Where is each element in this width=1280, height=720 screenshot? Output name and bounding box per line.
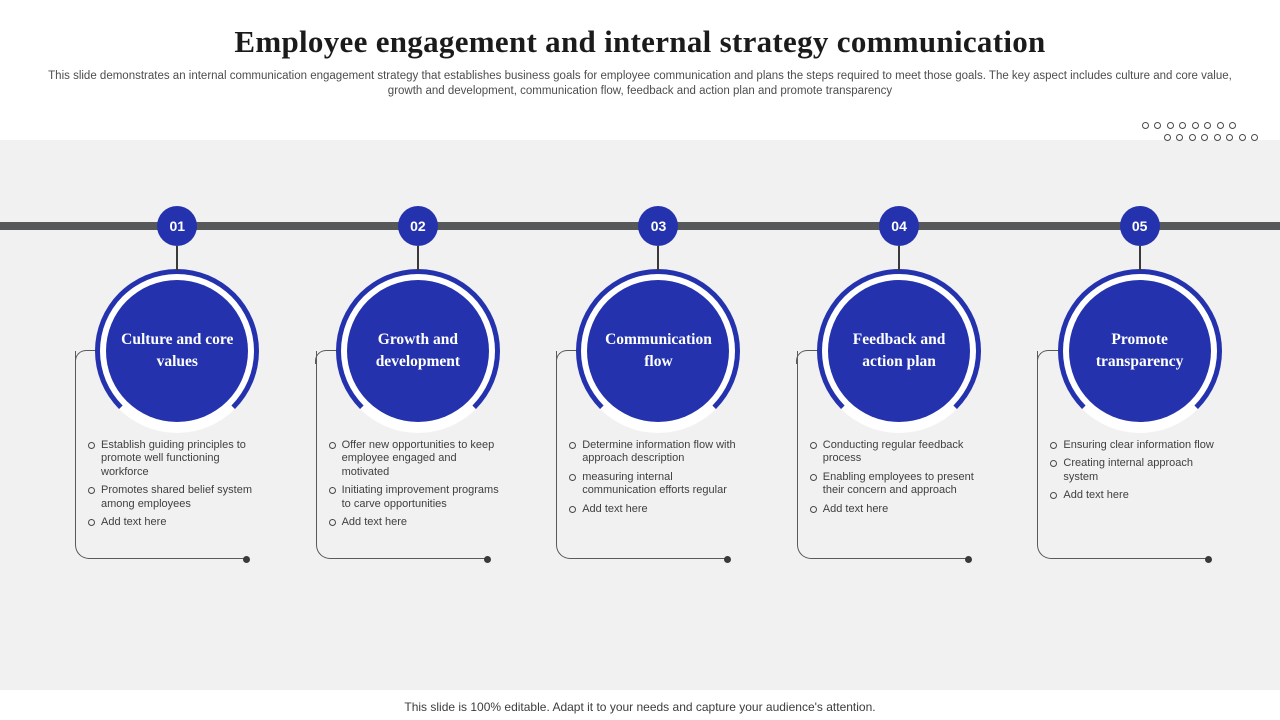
step-circle: Promote transparency — [1057, 269, 1222, 433]
dots-row-top — [1141, 122, 1236, 129]
step-label: Culture and core values — [121, 330, 234, 370]
step-column-3: 03 Communication flow Determine informat… — [538, 206, 779, 636]
subtitle: This slide demonstrates an internal comm… — [48, 70, 1232, 98]
bullet-item: Determine information flow with approach… — [568, 439, 740, 466]
step-label: Feedback and action plan — [852, 330, 946, 370]
bullet-item: Creating internal approach system — [1049, 457, 1221, 484]
step-connector-line — [176, 246, 179, 271]
step-bracket-outline — [315, 349, 491, 563]
step-bracket-outline — [1036, 349, 1213, 563]
bullet-item: Ensuring clear information flow — [1049, 439, 1221, 452]
step-number-badge: 04 — [879, 206, 920, 246]
step-label: Promote transparency — [1095, 330, 1184, 370]
step-circle: Feedback and action plan — [817, 269, 982, 433]
dot-icon — [1191, 122, 1199, 129]
dot-icon — [1201, 134, 1208, 141]
step-connector-line — [1138, 246, 1141, 271]
step-label: Growth and development — [375, 330, 461, 370]
step-bullet-list: Conducting regular feedback process Enab… — [809, 439, 981, 521]
dot-icon — [1229, 122, 1236, 129]
bullet-item: measuring internal communication efforts… — [568, 471, 740, 498]
timeline-steps: 01 Culture and core values Establish gui… — [57, 206, 1260, 636]
bullet-item: Add text here — [568, 503, 740, 516]
step-number-badge: 03 — [638, 206, 679, 246]
step-bracket-outline — [555, 349, 732, 563]
bullet-item: Establish guiding principles to promote … — [87, 439, 259, 479]
step-number-badge: 02 — [397, 206, 438, 246]
dot-icon — [1141, 122, 1149, 129]
bullet-item: Add text here — [1049, 489, 1221, 502]
step-bullet-list: Establish guiding principles to promote … — [87, 439, 259, 534]
bullet-item: Add text here — [328, 516, 500, 529]
bullet-item: Conducting regular feedback process — [809, 439, 981, 466]
dot-icon — [1216, 122, 1224, 129]
bullet-item: Add text here — [87, 516, 259, 529]
step-column-5: 05 Promote transparency Ensuring clear i… — [1019, 206, 1260, 636]
step-circle-inner: Communication flow — [587, 280, 730, 422]
bullet-item: Initiating improvement programs to carve… — [328, 484, 500, 511]
step-connector-line — [657, 246, 660, 271]
step-circle-inner: Growth and development — [346, 280, 489, 422]
step-circle-inner: Feedback and action plan — [828, 280, 971, 422]
step-bullet-list: Offer new opportunities to keep employee… — [328, 439, 500, 534]
step-column-2: 02 Growth and development Offer new oppo… — [298, 206, 539, 636]
step-circle: Growth and development — [335, 269, 500, 433]
page-title: Employee engagement and internal strateg… — [234, 24, 1046, 59]
bullet-item: Offer new opportunities to keep employee… — [328, 439, 500, 479]
dot-icon — [1188, 134, 1196, 141]
step-circle: Culture and core values — [95, 269, 260, 433]
dot-icon — [1154, 122, 1161, 129]
dot-icon — [1204, 122, 1211, 129]
dot-icon — [1213, 134, 1221, 141]
step-label: Communication flow — [605, 330, 712, 370]
step-bracket-outline — [74, 349, 250, 563]
dot-icon — [1226, 134, 1233, 141]
dot-icon — [1166, 122, 1174, 129]
step-bullet-list: Ensuring clear information flow Creating… — [1049, 439, 1221, 508]
step-column-4: 04 Feedback and action plan Conducting r… — [779, 206, 1020, 636]
step-connector-line — [898, 246, 901, 271]
footer-note: This slide is 100% editable. Adapt it to… — [404, 700, 876, 714]
dot-icon — [1163, 134, 1171, 141]
dot-icon — [1238, 134, 1246, 141]
step-connector-line — [416, 246, 419, 271]
step-circle-inner: Promote transparency — [1068, 280, 1211, 422]
bullet-item: Enabling employees to present their conc… — [809, 471, 981, 498]
dots-row-bottom — [1163, 134, 1258, 141]
step-circle-inner: Culture and core values — [106, 280, 249, 422]
dot-icon — [1251, 134, 1258, 141]
step-bullet-list: Determine information flow with approach… — [568, 439, 740, 521]
bullet-item: Promotes shared belief system among empl… — [87, 484, 259, 511]
step-number-badge: 05 — [1119, 206, 1160, 246]
step-circle: Communication flow — [576, 269, 741, 433]
dot-icon — [1179, 122, 1186, 129]
dot-icon — [1176, 134, 1183, 141]
step-column-1: 01 Culture and core values Establish gui… — [57, 206, 298, 636]
bullet-item: Add text here — [809, 503, 981, 516]
step-number-badge: 01 — [157, 206, 198, 246]
dots-decoration — [1141, 122, 1258, 141]
step-bracket-outline — [796, 349, 972, 563]
